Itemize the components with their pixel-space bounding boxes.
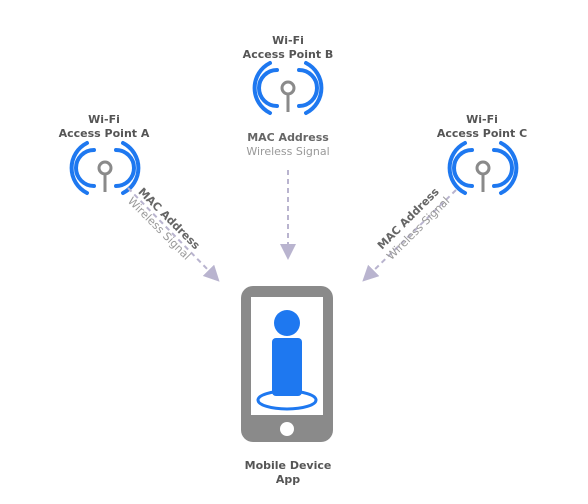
signal-b-mac: MAC Address	[247, 131, 329, 144]
ap-a-label: Wi-Fi Access Point A	[59, 113, 150, 141]
ap-c-label: Wi-Fi Access Point C	[437, 113, 527, 141]
ap-a-line2: Access Point A	[58, 127, 150, 140]
ap-b-label: Wi-Fi Access Point B	[243, 34, 334, 62]
wifi-icon-b	[252, 61, 324, 115]
ap-b-line1: Wi-Fi	[272, 34, 304, 47]
mobile-device-icon	[241, 286, 333, 442]
arrow-a-to-device	[127, 187, 220, 282]
device-label: Mobile Device App	[245, 459, 332, 487]
ap-c-line2: Access Point C	[436, 127, 528, 140]
ap-b-line2: Access Point B	[242, 48, 334, 61]
device-line1: Mobile Device	[244, 459, 332, 472]
wifi-icon-c	[447, 141, 519, 195]
ap-c-line1: Wi-Fi	[466, 113, 498, 126]
signal-label-b: MAC Address Wireless Signal	[246, 131, 329, 159]
device-line2: App	[275, 473, 301, 486]
ap-a-line1: Wi-Fi	[88, 113, 120, 126]
arrow-c-to-device	[362, 189, 457, 282]
wifi-icon-a	[69, 141, 141, 195]
signal-b-wireless: Wireless Signal	[246, 145, 330, 158]
